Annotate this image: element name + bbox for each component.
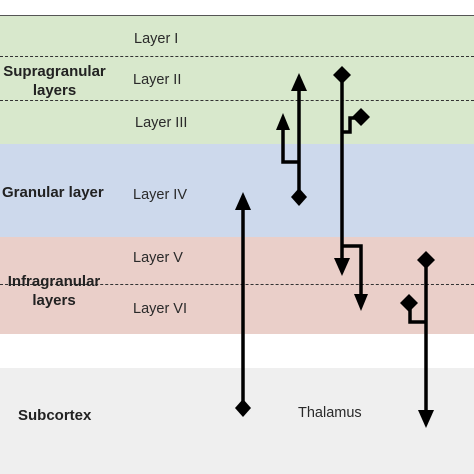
layer-boundary-1-2 [0,56,474,57]
layer-ii-label: Layer II [133,72,182,88]
arrowhead-down-layer-v [334,258,350,276]
layer-iv-to-layer-iii-branch [281,125,299,164]
diamond-thalamus-origin [235,399,251,417]
layer-vi-label: Layer VI [133,301,187,317]
layer-i-label: Layer I [134,31,179,47]
diamond-layer-ii-origin [333,66,351,84]
diamond-layer-iv-origin [291,188,307,206]
infragranular-band [0,237,474,334]
layer-boundary-5-6 [0,284,474,285]
layer-iv-label: Layer IV [133,187,187,203]
supragranular-band [0,15,474,145]
layer-boundary-2-3 [0,100,474,101]
arrowhead-up-layer-ii [291,73,307,91]
layer-iii-label: Layer III [135,115,188,131]
granular-band [0,144,474,237]
subcortex-label: Subcortex [18,407,92,424]
subcortex-band [0,368,474,474]
diamond-layer-iii-target [352,108,370,126]
arrowhead-up-layer-iii [276,113,290,130]
layer-v-label: Layer V [133,250,183,266]
thalamus-label: Thalamus [298,405,362,421]
arrowhead-down-thalamus [418,410,434,428]
infragranular-label: Infragranular layers [7,273,101,309]
diamond-layer-vi-target [400,294,418,312]
granular-label: Granular layer [2,184,104,201]
supragranular-label: Supragranular layers [3,63,106,99]
arrowhead-up-layer-iv [235,192,251,210]
diamond-layer-v-origin [417,251,435,269]
layer-v-to-layer-vi-branch [342,244,363,300]
arrowhead-down-layer-vi [354,294,368,311]
